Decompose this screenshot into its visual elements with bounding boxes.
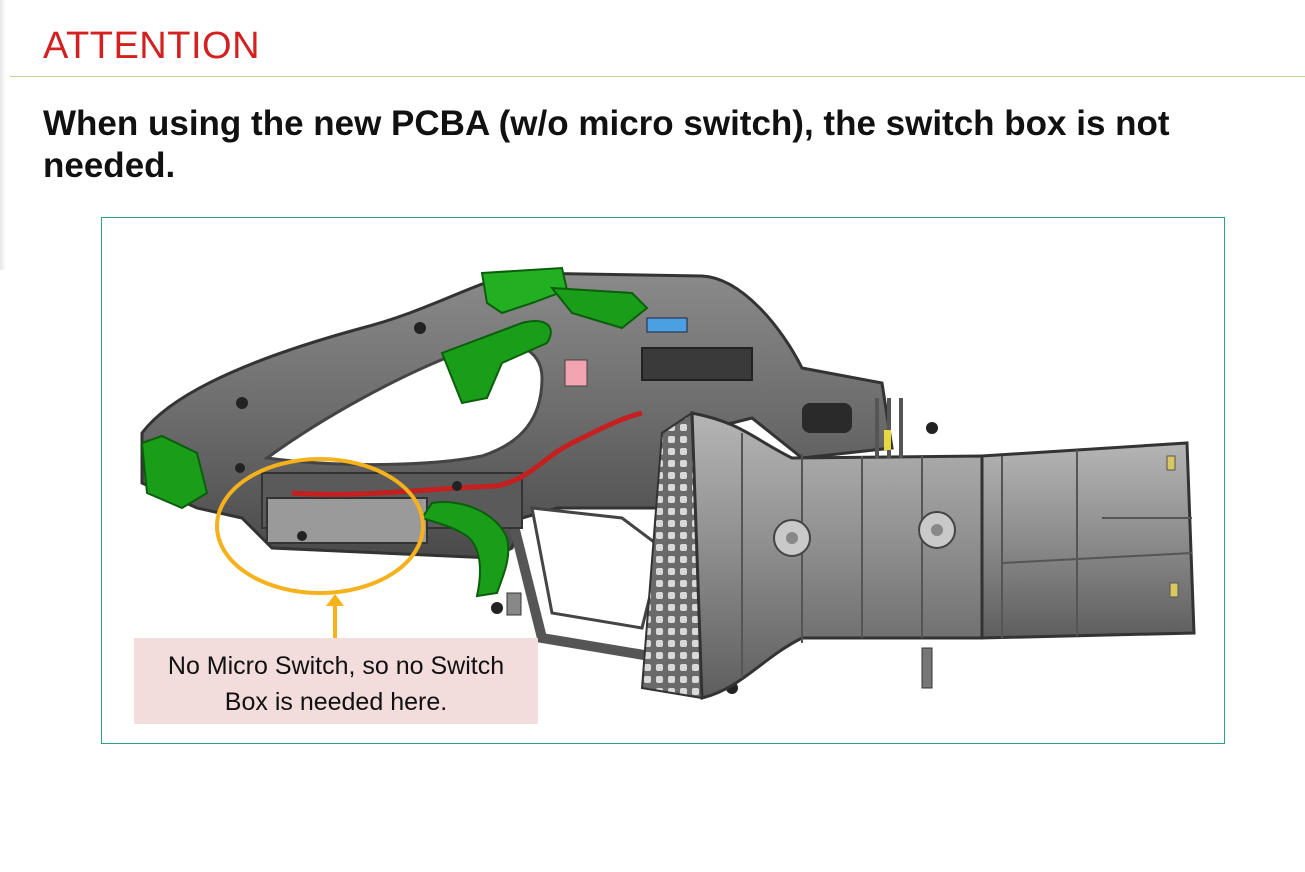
green-front-clip (140, 434, 209, 510)
attention-message: When using the new PCBA (w/o micro switc… (43, 104, 1170, 185)
blower-tube (980, 441, 1196, 640)
frame-opening (530, 506, 664, 630)
callout-line-2: Box is needed here. (224, 688, 448, 716)
green-top-lock (480, 266, 569, 315)
page-title: ATTENTION (43, 25, 261, 67)
green-trigger (440, 320, 552, 405)
product-figure: No Micro Switch, so no Switch Box is nee… (101, 217, 1225, 744)
leaf-blower-illustration (140, 266, 1196, 700)
window-edge-shadow (0, 0, 6, 270)
title-divider (10, 76, 1305, 77)
callout-arrow (326, 594, 344, 638)
highlight-ellipse (215, 457, 425, 595)
callout-box: No Micro Switch, so no Switch Box is nee… (134, 638, 538, 724)
callout-line-1: No Micro Switch, so no Switch (167, 652, 505, 680)
nozzle-cone (690, 411, 984, 700)
red-wire (291, 410, 643, 497)
green-lower-latch (420, 501, 510, 598)
